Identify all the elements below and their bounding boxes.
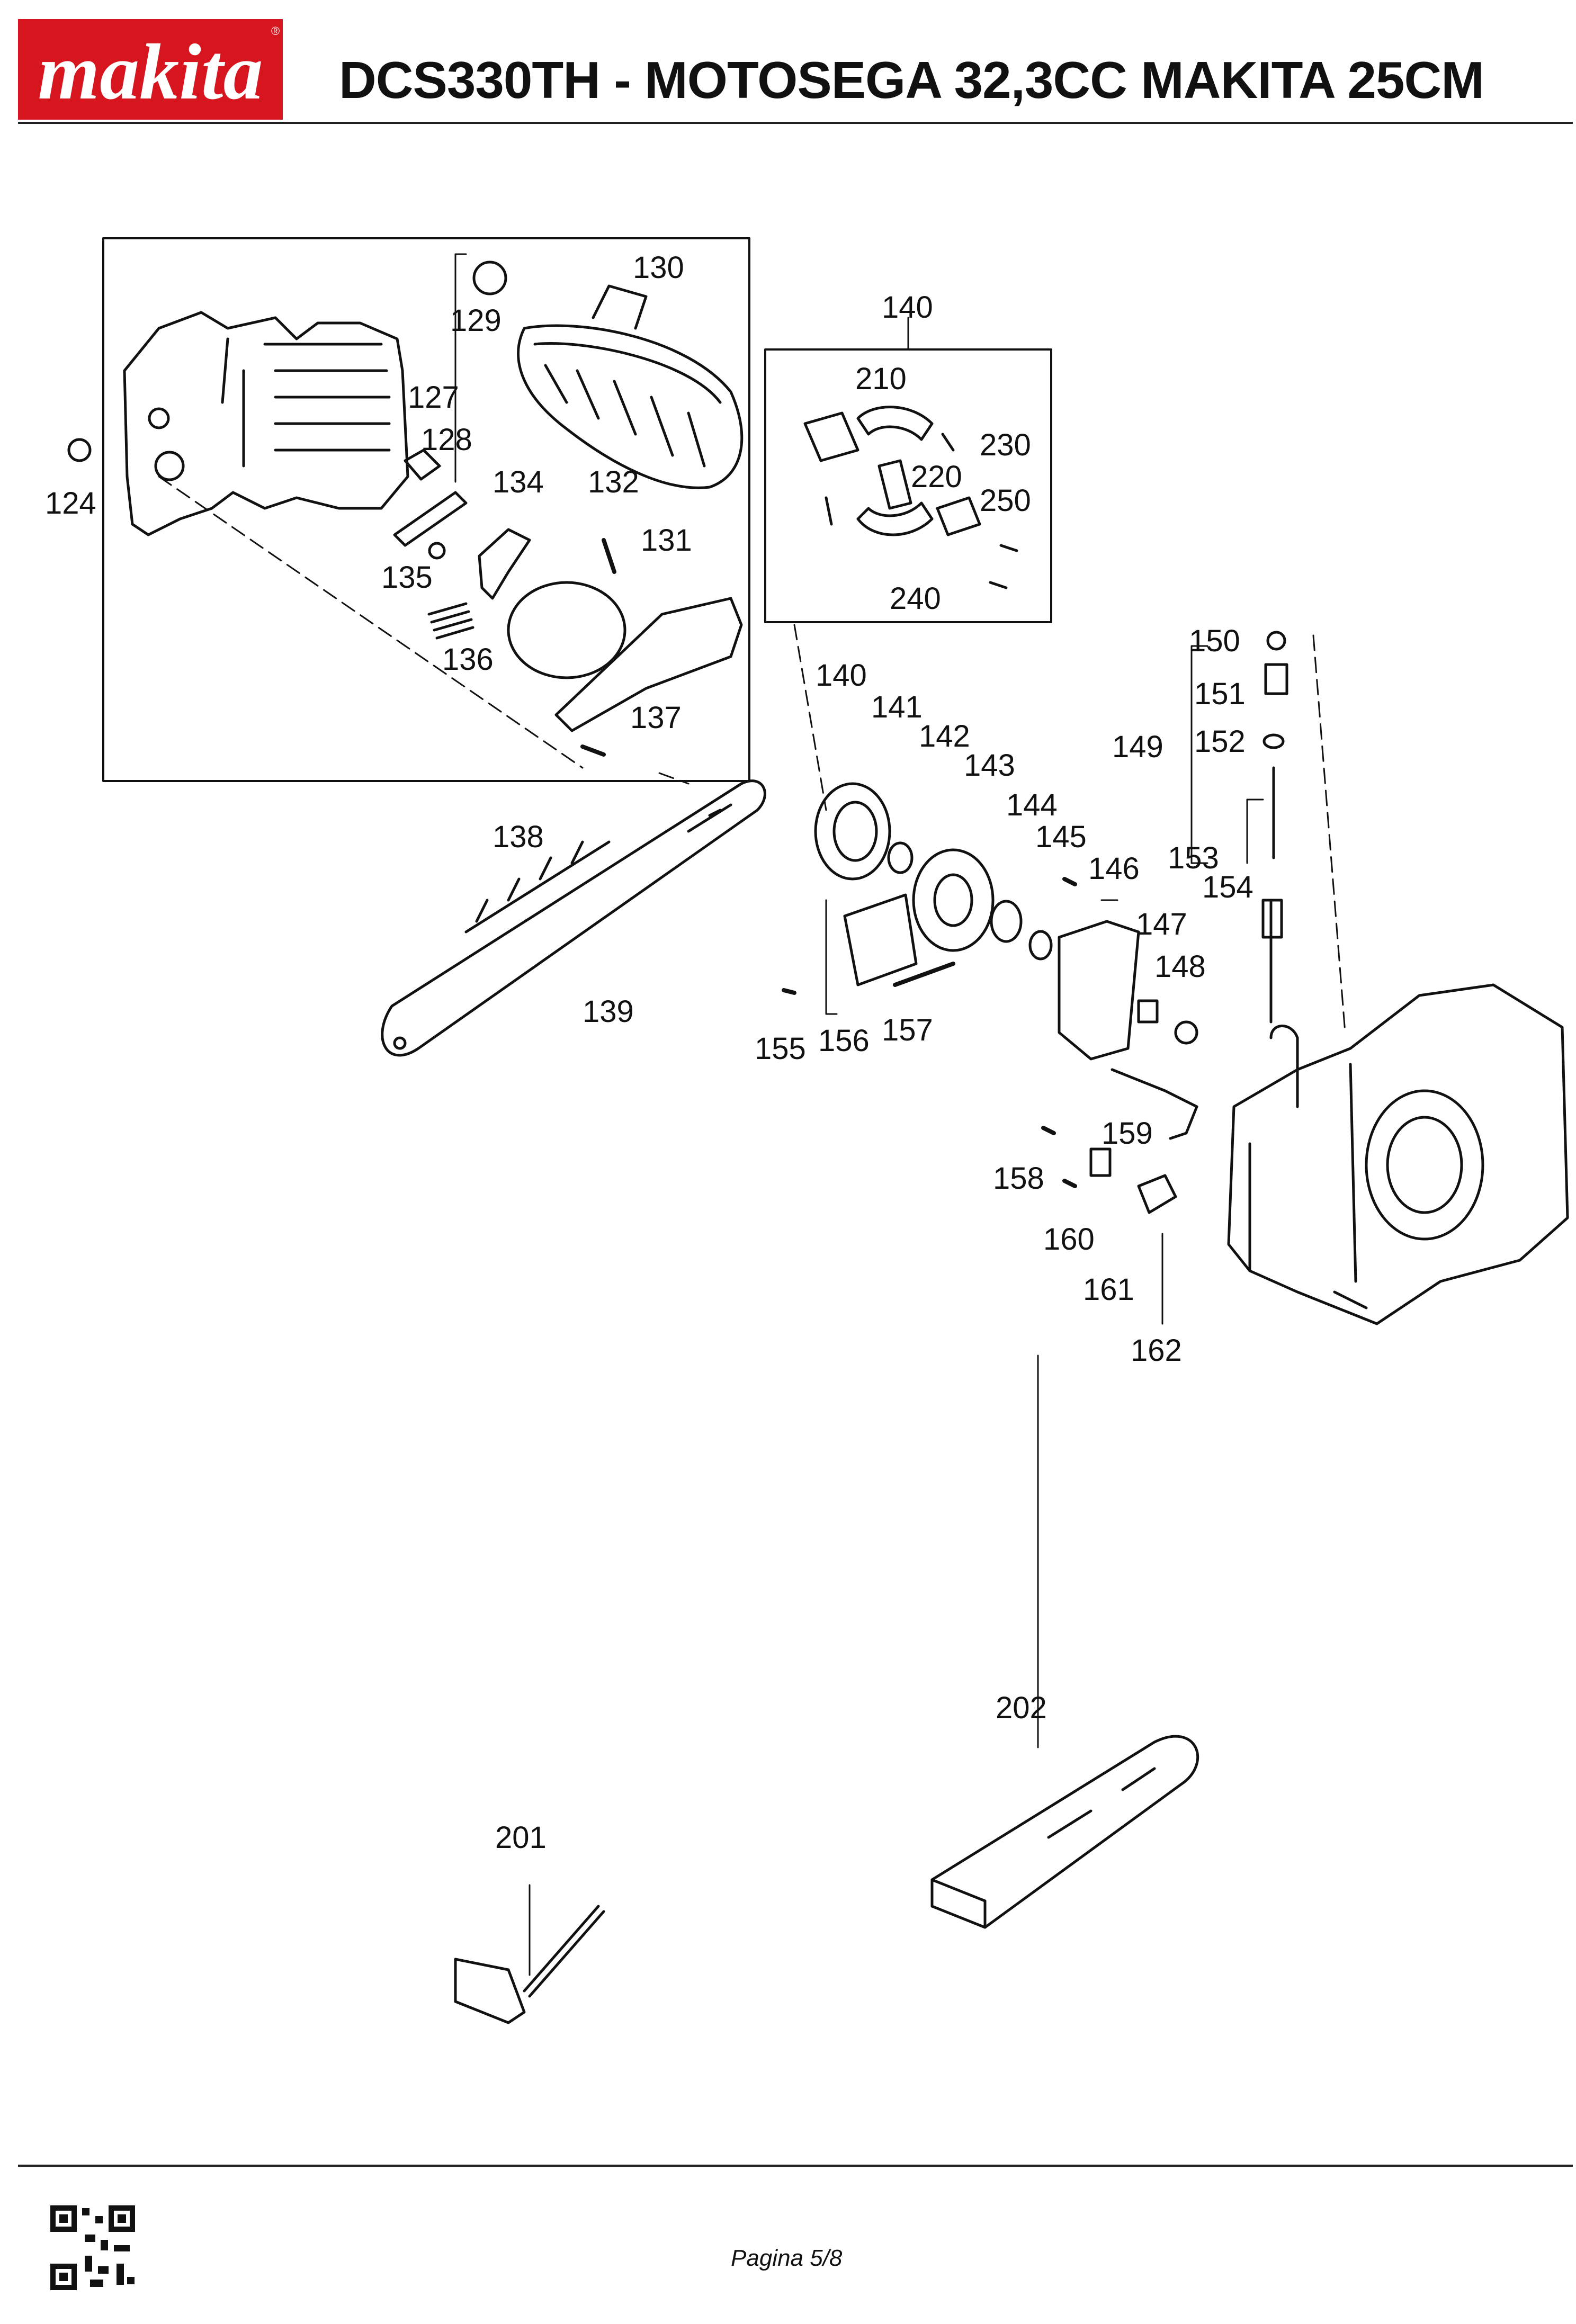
callout-144: 144 xyxy=(1006,788,1058,822)
callout-145: 145 xyxy=(1035,820,1087,854)
callout-161: 161 xyxy=(1083,1272,1134,1307)
crankcase-part xyxy=(1227,983,1569,1325)
callout-202: 202 xyxy=(996,1691,1047,1725)
brand-wordmark: makita xyxy=(38,28,263,116)
oil-pump-plunger-stack xyxy=(1261,631,1288,1024)
part-128-shape xyxy=(393,491,468,547)
callout-153: 153 xyxy=(1168,841,1219,875)
callout-147: 147 xyxy=(1136,907,1187,941)
guide-bar-part xyxy=(381,779,766,1057)
callout-157: 157 xyxy=(882,1013,933,1047)
part-131-bracket xyxy=(507,581,743,732)
callout-135: 135 xyxy=(381,560,433,595)
callout-guides xyxy=(454,253,1264,1976)
callout-146: 146 xyxy=(1088,851,1140,886)
part-132-pin xyxy=(602,538,616,574)
part-124-nut xyxy=(67,438,92,462)
sprocket-part xyxy=(912,848,995,952)
engine-cover-part xyxy=(123,311,409,536)
part-162-clip xyxy=(1137,1174,1177,1214)
callout-140-inset: 140 xyxy=(882,290,933,325)
callout-141: 141 xyxy=(871,690,923,724)
callout-150: 150 xyxy=(1189,624,1240,658)
callout-124: 124 xyxy=(45,486,96,521)
callout-140: 140 xyxy=(816,658,867,693)
makita-logo: makita ® xyxy=(18,19,283,120)
callout-230: 230 xyxy=(980,428,1031,462)
callout-139: 139 xyxy=(583,994,634,1029)
callout-134: 134 xyxy=(492,465,544,499)
page-header: makita ® DCS330TH - MOTOSEGA 32,3CC MAKI… xyxy=(0,0,1576,127)
part-158-screw xyxy=(1041,1126,1056,1135)
callout-155: 155 xyxy=(755,1031,806,1066)
callout-201: 201 xyxy=(495,1820,547,1855)
callout-131: 131 xyxy=(641,523,692,558)
callout-129: 129 xyxy=(450,303,502,338)
callout-138: 138 xyxy=(492,820,544,854)
saw-chain-part xyxy=(464,840,611,934)
qr-code-icon xyxy=(48,2203,138,2293)
air-filter-cover-part xyxy=(517,284,744,489)
clutch-drum-part xyxy=(814,782,891,881)
callout-142: 142 xyxy=(919,719,970,753)
tool-201-wrench xyxy=(454,1905,605,2024)
part-129-shape xyxy=(472,261,507,295)
cover-assembly-frame xyxy=(102,237,750,782)
callout-154: 154 xyxy=(1202,870,1253,904)
part-148-ring xyxy=(1174,1020,1198,1045)
callout-240: 240 xyxy=(890,581,941,616)
callout-162: 162 xyxy=(1131,1333,1182,1368)
callout-128: 128 xyxy=(421,423,472,457)
tool-202-bar-cover xyxy=(930,1735,1199,1929)
part-135-shape xyxy=(428,542,446,560)
callout-250: 250 xyxy=(980,483,1031,518)
part-161-bush xyxy=(1089,1147,1112,1177)
part-127-shape xyxy=(404,448,441,481)
part-157-adjuster xyxy=(893,962,955,987)
callout-143: 143 xyxy=(964,748,1015,783)
callout-127: 127 xyxy=(408,380,459,415)
part-136-spring xyxy=(427,602,474,640)
callout-156: 156 xyxy=(818,1024,870,1058)
part-141-bearing xyxy=(887,841,914,874)
part-159-tube xyxy=(1111,1068,1198,1140)
clutch-detail-parts xyxy=(803,406,1018,589)
callout-132: 132 xyxy=(588,465,639,499)
part-147-block xyxy=(1137,999,1159,1024)
page-title: DCS330TH - MOTOSEGA 32,3CC MAKITA 25CM xyxy=(339,51,1484,109)
callout-148: 148 xyxy=(1154,949,1206,984)
part-155-screw xyxy=(782,988,796,995)
part-143-washer xyxy=(990,900,1023,943)
part-156-plate xyxy=(843,893,918,986)
callout-151: 151 xyxy=(1194,677,1246,711)
svg-text:®: ® xyxy=(271,24,280,38)
part-134-shape xyxy=(478,528,531,600)
callout-220: 220 xyxy=(911,460,962,494)
leader-lines xyxy=(158,475,1346,1034)
header-divider xyxy=(18,122,1573,124)
callout-130: 130 xyxy=(633,250,684,285)
part-160-screw xyxy=(1062,1179,1077,1188)
callout-149: 149 xyxy=(1112,730,1163,764)
part-137-screw xyxy=(580,744,606,757)
callout-160: 160 xyxy=(1043,1222,1095,1257)
part-145-screw xyxy=(1062,877,1077,886)
callout-labels: 130 129 127 128 134 132 131 124 135 136 … xyxy=(45,250,1253,1855)
callout-159: 159 xyxy=(1102,1116,1153,1151)
oil-pump-part xyxy=(1058,920,1140,1061)
page-number: Pagina 5/8 xyxy=(731,2245,843,2271)
callout-136: 136 xyxy=(442,642,494,677)
callout-210: 210 xyxy=(855,362,907,396)
callout-158: 158 xyxy=(993,1161,1044,1196)
footer-divider xyxy=(18,2165,1573,2167)
callout-152: 152 xyxy=(1194,724,1246,759)
callout-137: 137 xyxy=(630,701,682,735)
part-144-ring xyxy=(1028,930,1053,961)
